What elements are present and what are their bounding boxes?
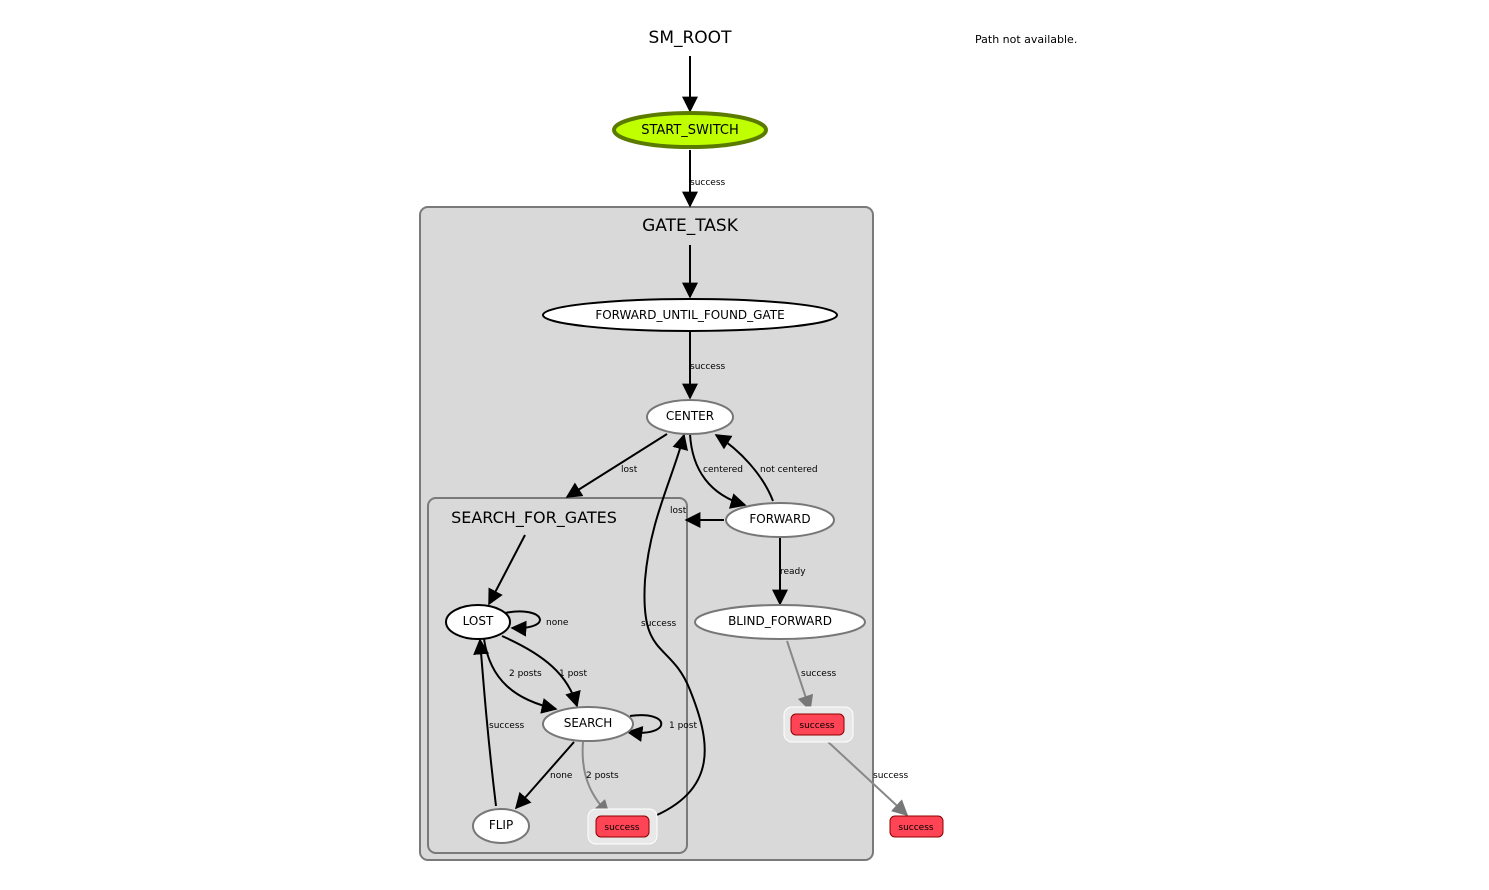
svg-text:FORWARD_UNTIL_FOUND_GATE: FORWARD_UNTIL_FOUND_GATE: [595, 308, 784, 322]
edge-label: 2 posts: [586, 771, 619, 781]
edge-label: 1 post: [559, 669, 587, 679]
edge-label: success: [873, 771, 909, 781]
edge-label: lost: [670, 506, 687, 516]
state-forward-until-found-gate[interactable]: FORWARD_UNTIL_FOUND_GATE: [542, 298, 838, 332]
edge-label: success: [489, 721, 525, 731]
svg-text:FORWARD: FORWARD: [749, 512, 810, 526]
svg-text:CENTER: CENTER: [666, 409, 714, 423]
edge-label: success: [690, 178, 726, 188]
outcome-gate-task-success[interactable]: success: [783, 706, 854, 743]
edges: [473, 56, 909, 819]
edge-label: none: [550, 771, 573, 781]
state-search[interactable]: SEARCH: [542, 706, 634, 742]
svg-text:success: success: [604, 823, 640, 833]
edge-lost-1post: [501, 635, 581, 708]
svg-text:SEARCH: SEARCH: [564, 716, 613, 730]
state-forward[interactable]: FORWARD: [725, 502, 835, 538]
edge-label: lost: [621, 465, 638, 475]
root-title: SM_ROOT: [649, 28, 733, 48]
outcome-search-for-gates-success[interactable]: success: [587, 808, 658, 845]
edge-label: 1 post: [669, 721, 697, 731]
svg-text:FLIP: FLIP: [489, 818, 513, 832]
edge-label: none: [546, 618, 569, 628]
edge-blind-forward-success: [786, 640, 814, 712]
edge-center-centered: [689, 433, 747, 509]
state-center[interactable]: CENTER: [646, 399, 734, 435]
container-search-for-gates-title: SEARCH_FOR_GATES: [451, 508, 617, 528]
edge-sfg-success: [643, 433, 706, 819]
state-blind-forward[interactable]: BLIND_FORWARD: [694, 604, 866, 640]
edge-lost-none: [504, 610, 541, 637]
outcome-root-success[interactable]: success: [889, 815, 944, 838]
edge-flip-success: [473, 638, 497, 807]
path-status-text: Path not available.: [975, 33, 1078, 46]
state-lost[interactable]: LOST: [445, 604, 511, 640]
edge-label: centered: [703, 465, 743, 475]
container-gate-task-title: GATE_TASK: [642, 216, 739, 236]
edge-label: success: [801, 669, 837, 679]
container-search-for-gates[interactable]: SEARCH_FOR_GATES: [427, 497, 688, 854]
edge-forward-not-centered: [714, 434, 774, 502]
edge-label: not centered: [760, 465, 818, 475]
svg-text:START_SWITCH: START_SWITCH: [641, 123, 739, 138]
svg-text:success: success: [799, 721, 835, 731]
edge-label: ready: [780, 567, 806, 577]
edge-center-lost: [565, 433, 668, 498]
edge-label: success: [641, 619, 677, 629]
svg-text:BLIND_FORWARD: BLIND_FORWARD: [728, 614, 832, 628]
svg-text:success: success: [898, 823, 934, 833]
edge-search-1post: [626, 714, 663, 742]
svg-text:LOST: LOST: [463, 614, 494, 628]
edge-label: success: [690, 362, 726, 372]
edge-label: 2 posts: [509, 669, 542, 679]
edge-gate-task-success: [825, 739, 909, 817]
state-flip[interactable]: FLIP: [472, 808, 530, 844]
edge-search-none: [514, 741, 575, 810]
state-start-switch[interactable]: START_SWITCH: [612, 111, 768, 149]
edge-sfg-start: [488, 534, 526, 606]
